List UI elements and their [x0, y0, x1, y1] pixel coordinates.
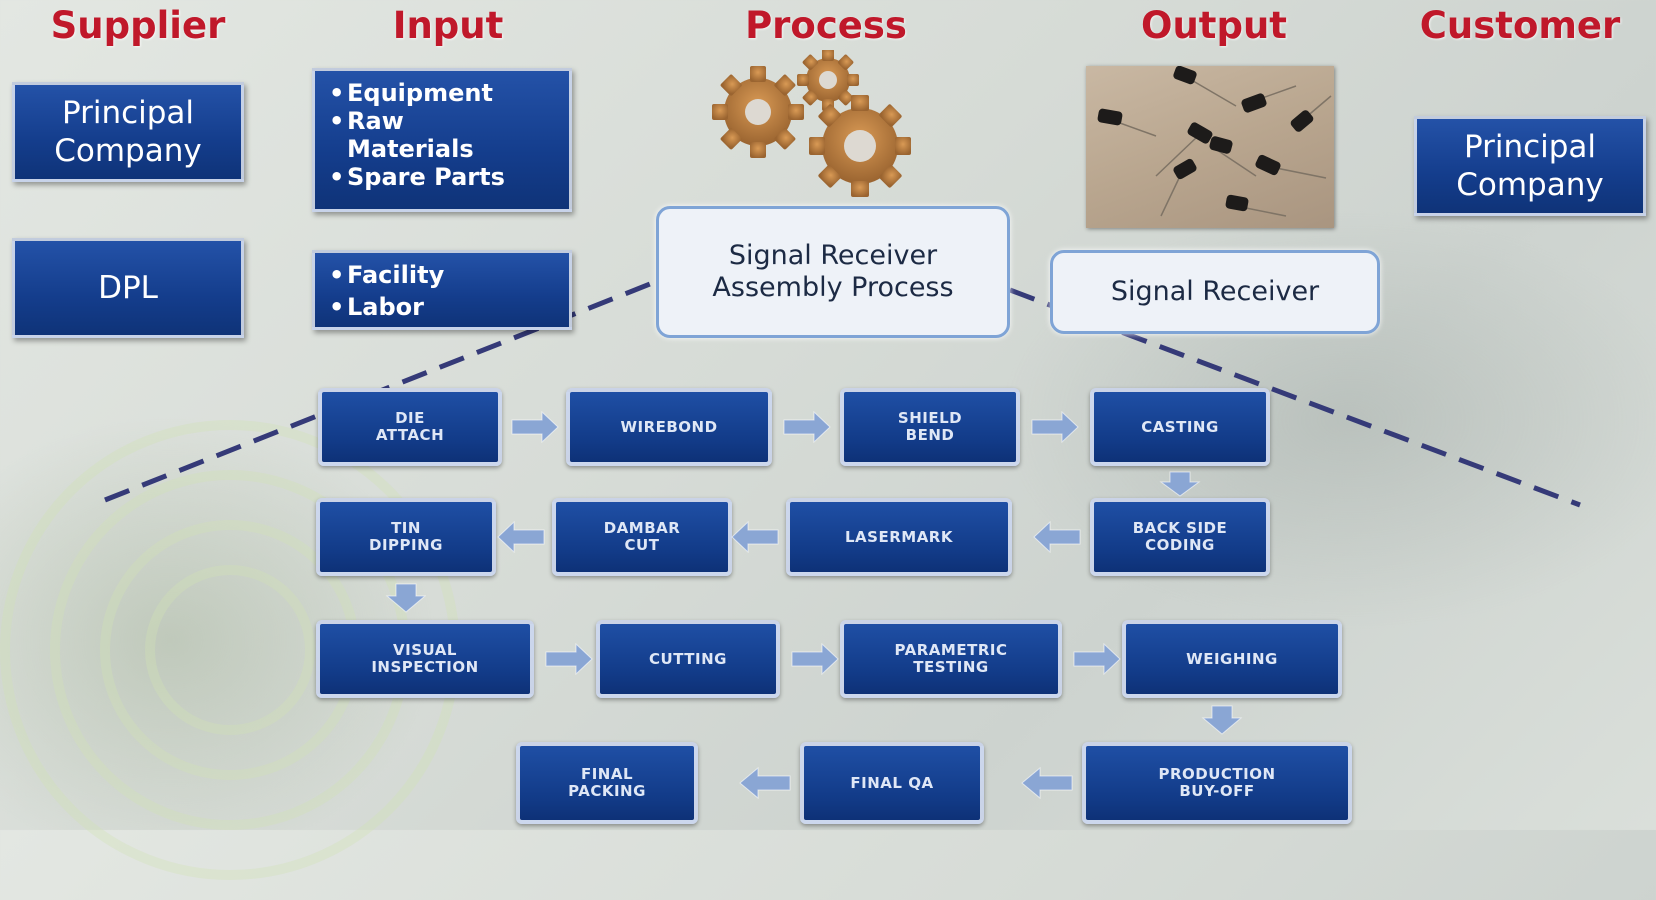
header-supplier: Supplier	[50, 4, 226, 47]
input-group-resources: Facility Labor	[312, 250, 572, 330]
step-dambar-cut: DAMBAR CUT	[552, 498, 732, 576]
gears-icon	[712, 50, 911, 197]
input-item: Raw Materials	[329, 107, 569, 163]
step-visual-inspection: VISUAL INSPECTION	[316, 620, 534, 698]
output-label: Signal Receiver	[1050, 250, 1380, 334]
input-item: Facility	[329, 259, 569, 291]
arrow-left-icon	[497, 520, 545, 554]
process-label: Signal Receiver Assembly Process	[656, 206, 1010, 338]
step-production-buy-off: PRODUCTION BUY-OFF	[1082, 742, 1352, 824]
input-item: Labor	[329, 291, 569, 323]
header-output: Output	[1141, 4, 1287, 47]
step-weighing: WEIGHING	[1122, 620, 1342, 698]
arrow-down-icon	[385, 583, 427, 613]
step-final-packing: FINAL PACKING	[516, 742, 698, 824]
arrow-down-icon	[1159, 471, 1201, 497]
transistor-photo	[1086, 66, 1334, 228]
arrow-right-icon	[1073, 642, 1121, 676]
arrow-down-icon	[1201, 705, 1243, 735]
customer-principal-company: Principal Company	[1414, 116, 1646, 216]
arrow-right-icon	[1031, 410, 1079, 444]
step-tin-dipping: TIN DIPPING	[316, 498, 496, 576]
step-shield-bend: SHIELD BEND	[840, 388, 1020, 466]
arrow-left-icon	[1033, 520, 1081, 554]
header-customer: Customer	[1419, 4, 1621, 47]
input-group-materials: Equipment Raw Materials Spare Parts	[312, 68, 572, 212]
input-item: Equipment	[329, 79, 569, 107]
header-input: Input	[392, 4, 504, 47]
arrow-right-icon	[511, 410, 559, 444]
step-cutting: CUTTING	[596, 620, 780, 698]
arrow-right-icon	[783, 410, 831, 444]
arrow-left-icon	[1021, 766, 1073, 800]
arrow-right-icon	[545, 642, 593, 676]
step-die-attach: DIE ATTACH	[318, 388, 502, 466]
supplier-dpl: DPL	[12, 238, 244, 338]
supplier-principal-company: Principal Company	[12, 82, 244, 182]
arrow-left-icon	[731, 520, 779, 554]
step-wirebond: WIREBOND	[566, 388, 772, 466]
input-item: Spare Parts	[329, 163, 569, 191]
step-casting: CASTING	[1090, 388, 1270, 466]
step-lasermark: LASERMARK	[786, 498, 1012, 576]
arrow-left-icon	[739, 766, 791, 800]
step-final-qa: FINAL QA	[800, 742, 984, 824]
step-parametric-testing: PARAMETRIC TESTING	[840, 620, 1062, 698]
step-back-side-coding: BACK SIDE CODING	[1090, 498, 1270, 576]
header-process: Process	[745, 4, 907, 47]
arrow-right-icon	[791, 642, 839, 676]
